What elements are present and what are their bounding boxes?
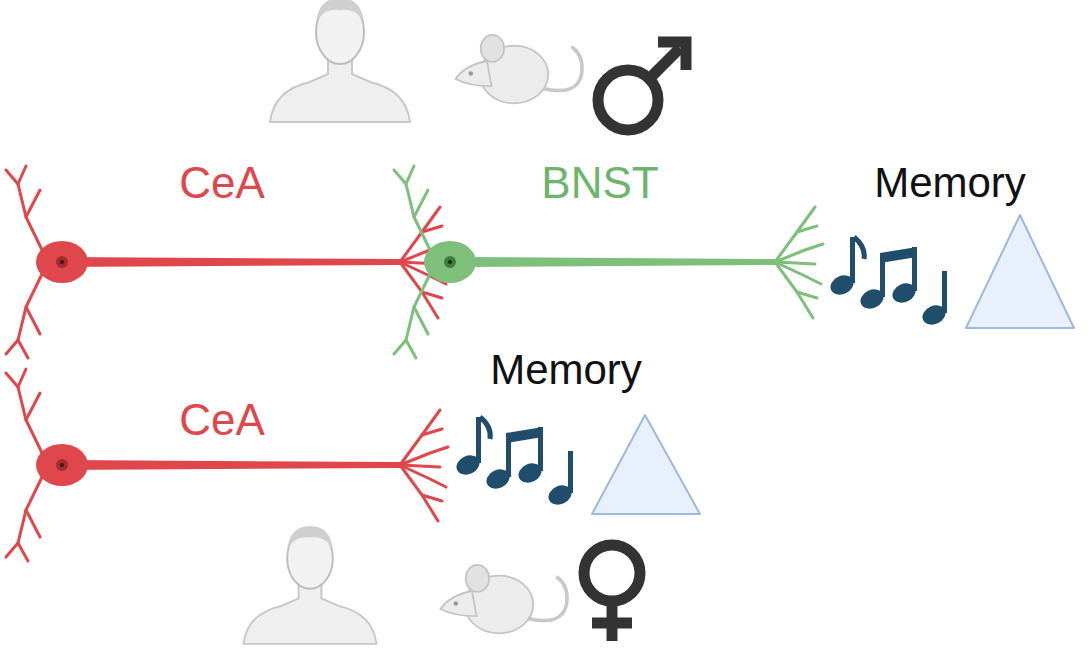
triangle-shape bbox=[966, 215, 1074, 328]
region-label: CeA bbox=[179, 398, 265, 442]
human-icon bbox=[244, 526, 377, 644]
male-symbol bbox=[598, 42, 686, 130]
female-symbol bbox=[584, 545, 640, 641]
mouse-icon bbox=[456, 35, 583, 103]
mouse-icon bbox=[441, 565, 568, 633]
memory-label: Memory bbox=[874, 162, 1026, 204]
triangle-shape bbox=[592, 415, 700, 514]
music-notes bbox=[827, 237, 948, 328]
region-label: BNST bbox=[541, 161, 658, 205]
region-label: CeA bbox=[179, 161, 265, 205]
memory-label: Memory bbox=[490, 349, 642, 391]
human-icon bbox=[270, 0, 410, 122]
music-notes bbox=[453, 417, 574, 508]
neuron bbox=[6, 369, 448, 561]
